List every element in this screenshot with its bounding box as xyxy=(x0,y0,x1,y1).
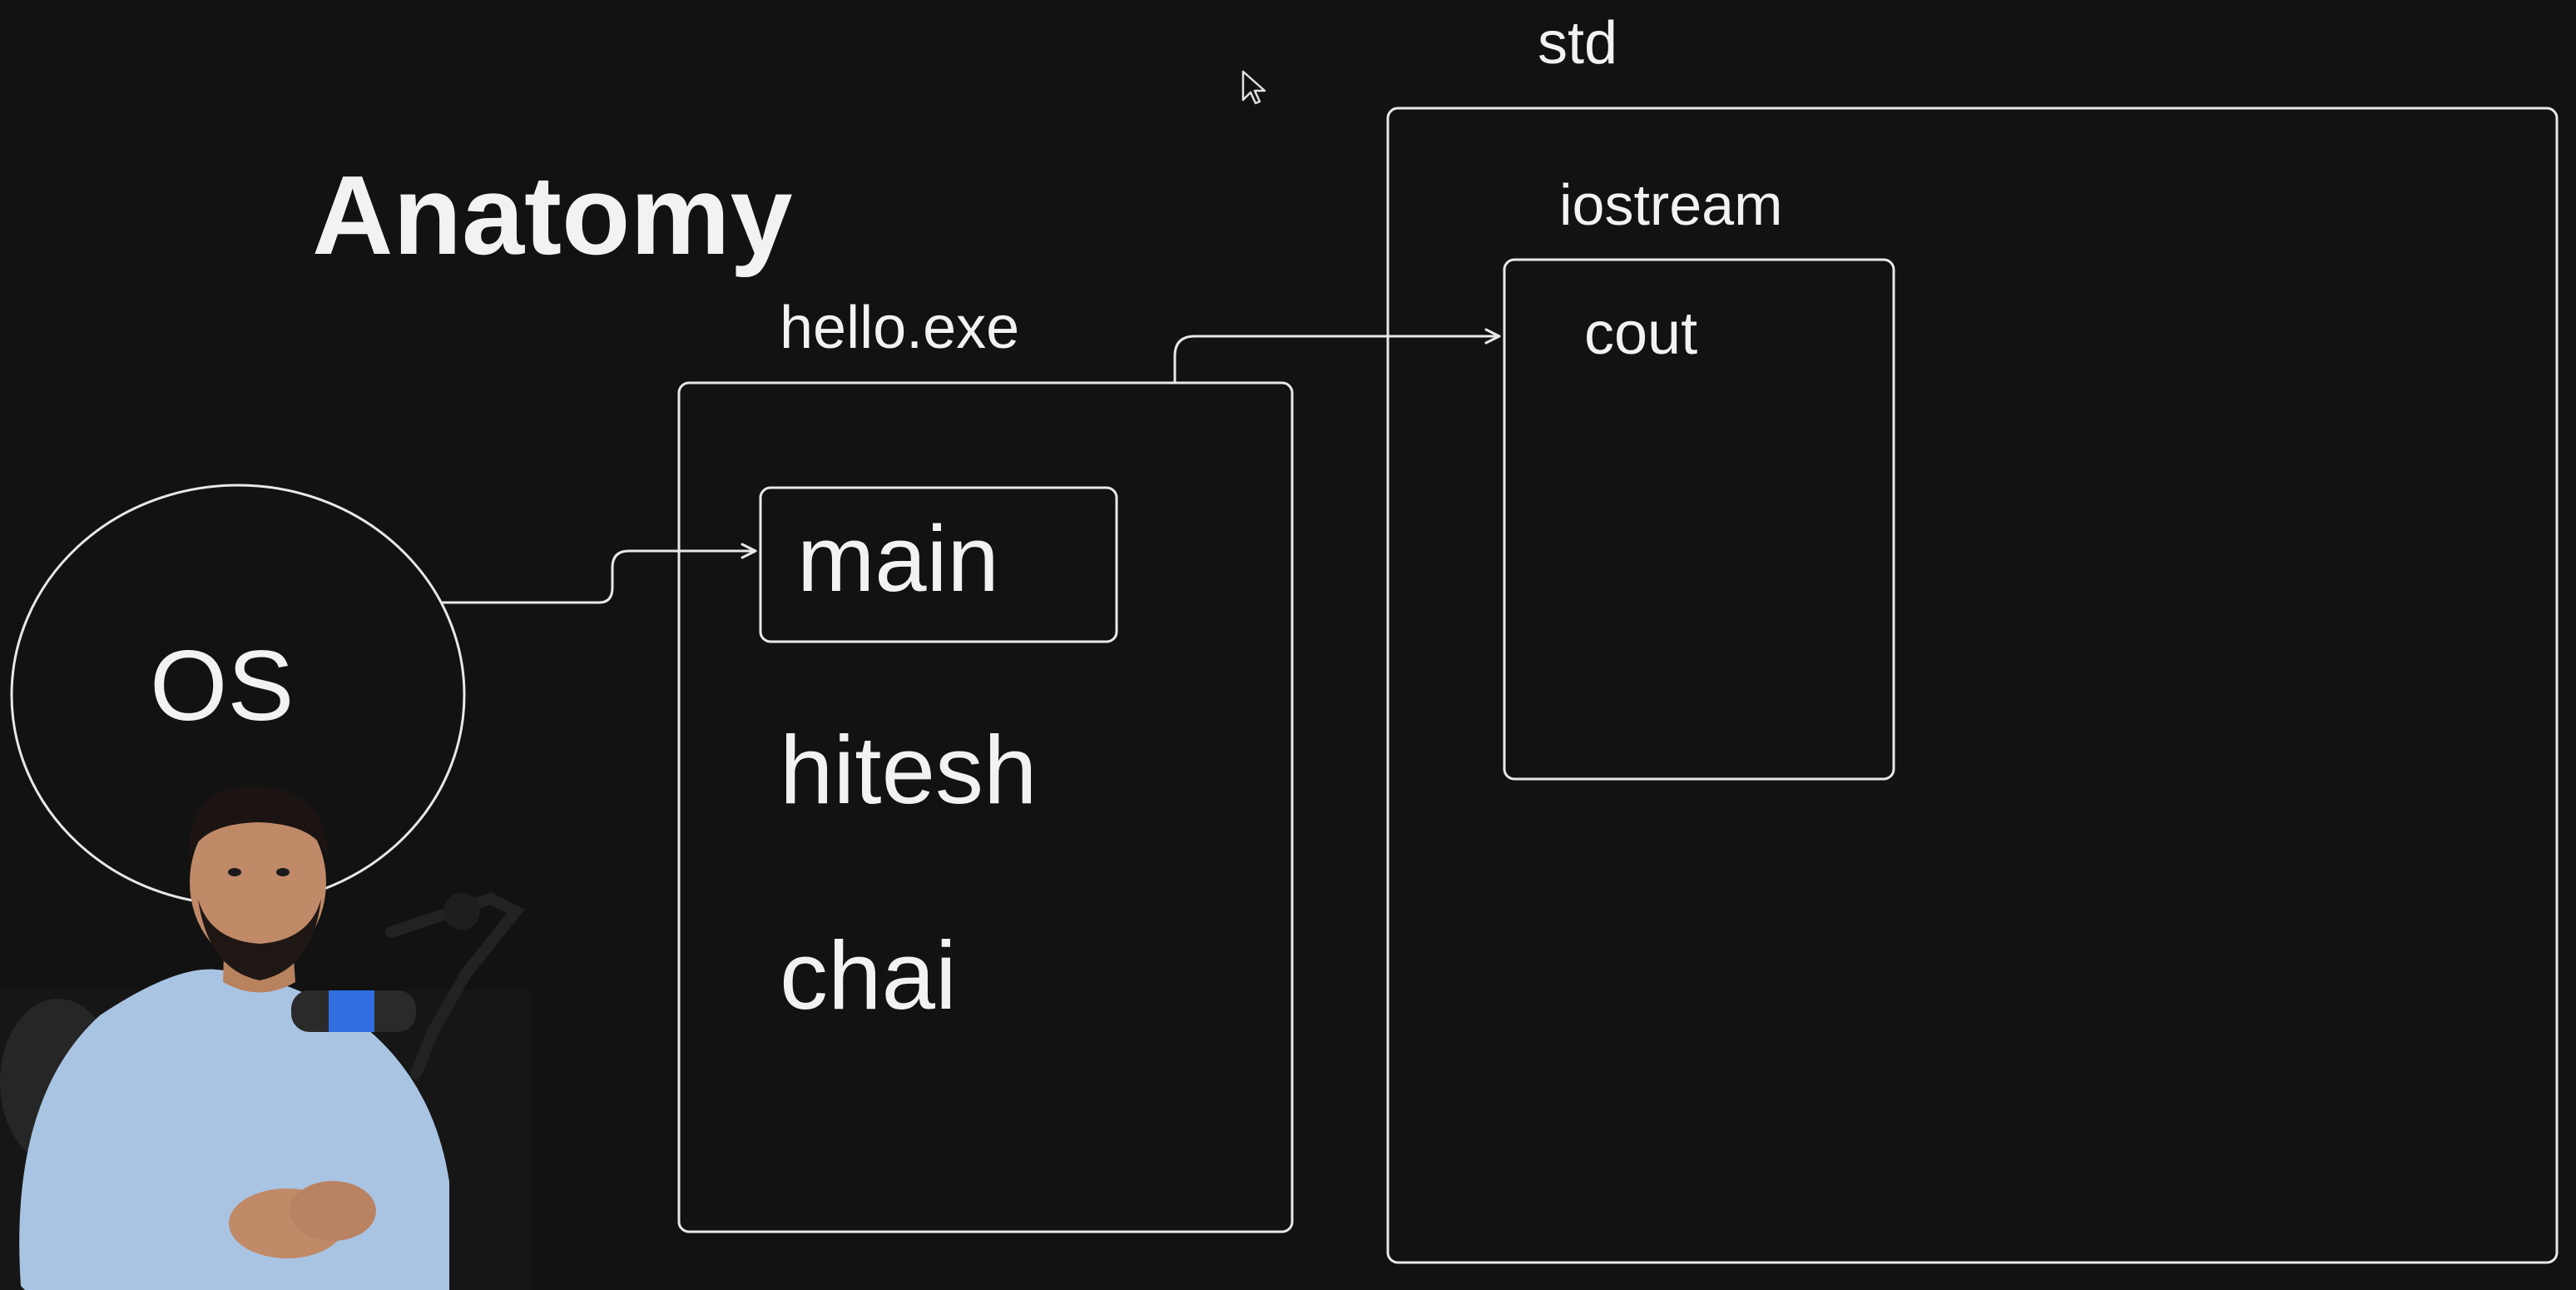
cout-label: cout xyxy=(1584,300,1697,367)
iostream-label: iostream xyxy=(1559,172,1782,237)
hello-exe-box xyxy=(677,381,1294,1233)
hello-exe-label: hello.exe xyxy=(780,295,1019,361)
chai-label: chai xyxy=(780,921,957,1030)
std-namespace-label: std xyxy=(1538,10,1617,77)
std-namespace-box xyxy=(1386,107,2559,1264)
main-label: main xyxy=(797,507,999,611)
arrow-exe-to-cout xyxy=(1173,328,1501,383)
microphone-icon xyxy=(291,892,525,1079)
os-label: OS xyxy=(150,630,294,742)
main-function-box xyxy=(759,486,1118,643)
diagram-title: Anatomy xyxy=(312,152,793,278)
iostream-box xyxy=(1503,258,1895,781)
mouse-pointer-icon xyxy=(1241,70,1266,105)
arrow-os-to-main xyxy=(441,543,757,604)
presenter-webcam xyxy=(0,786,533,1290)
hitesh-label: hitesh xyxy=(780,716,1038,824)
